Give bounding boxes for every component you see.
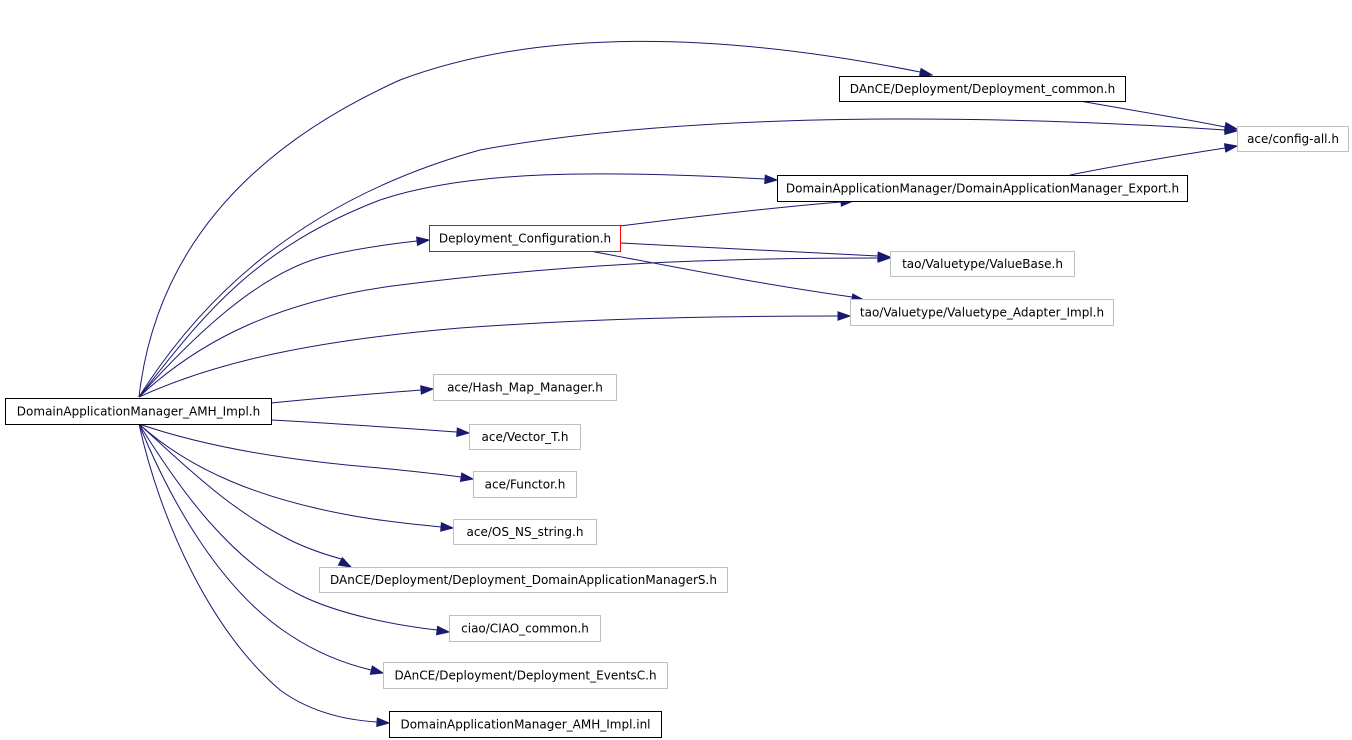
node-box[interactable] [383,662,668,689]
edge-root-to-ciao_common [138,423,451,636]
node-amh-inl[interactable]: DomainApplicationManager_AMH_Impl.inl [389,711,662,738]
edge-root-to-dep_config [138,236,431,398]
node-box[interactable] [449,615,601,642]
edge-line [138,40,921,398]
edge-root-to-amh_inl [138,423,391,728]
edge-root-to-vt_adapter [138,311,852,398]
edge-line [138,423,372,671]
node-label: tao/Valuetype/ValueBase.h [902,257,1063,271]
node-label: ciao/CIAO_common.h [461,622,589,636]
node-label: DomainApplicationManager_AMH_Impl.inl [400,718,650,732]
node-vector-t[interactable]: ace/Vector_T.h [469,424,581,450]
edge-root-to-events_c [138,423,385,675]
arrowhead-icon [918,67,934,78]
node-box[interactable] [473,471,577,498]
arrowhead-icon [376,717,391,728]
node-label: ace/Hash_Map_Manager.h [447,381,603,395]
edge-line [1069,147,1226,176]
edge-line [138,240,418,398]
arrowhead-icon [877,251,892,262]
edge-line [138,173,766,398]
edge-line [138,257,879,398]
arrowhead-icon [420,385,435,395]
node-box[interactable] [5,398,272,425]
node-valuebase[interactable]: tao/Valuetype/ValueBase.h [890,251,1075,277]
node-dam-export[interactable]: DomainApplicationManager/DomainApplicati… [777,175,1188,202]
arrowhead-icon [440,521,455,532]
node-hash-map[interactable]: ace/Hash_Map_Manager.h [433,374,617,401]
node-ciao-common[interactable]: ciao/CIAO_common.h [449,615,601,642]
node-box[interactable] [453,519,597,545]
node-os-ns-string[interactable]: ace/OS_NS_string.h [453,519,597,545]
edge-line [138,423,462,478]
arrowhead-icon [456,427,471,437]
edge-dam_export-to-config_all [1069,143,1239,176]
edge-line [138,423,378,723]
arrowhead-icon [369,665,385,675]
edge-root-to-os_ns_string [138,423,455,532]
arrowhead-icon [337,556,353,568]
node-functor[interactable]: ace/Functor.h [473,471,577,498]
node-label: DomainApplicationManager/DomainApplicati… [786,182,1179,196]
node-events-c[interactable]: DAnCE/Deployment/Deployment_EventsC.h [383,662,668,689]
node-dam-s[interactable]: DAnCE/Deployment/Deployment_DomainApplic… [319,567,728,593]
node-vt-adapter[interactable]: tao/Valuetype/Valuetype_Adapter_Impl.h [850,299,1114,326]
node-label: ace/Functor.h [485,478,566,492]
edge-line [138,423,442,528]
edge-line [1079,100,1226,128]
node-dep-common[interactable]: DAnCE/Deployment/Deployment_common.h [839,76,1126,102]
node-box[interactable] [429,225,621,252]
edge-line [619,201,842,227]
edge-root-to-dam_export [138,173,779,398]
arrowhead-icon [416,236,431,247]
node-config-all[interactable]: ace/config-all.h [1237,126,1349,152]
node-box[interactable] [319,567,728,593]
edge-dep_common-to-config_all [1079,100,1239,132]
edge-line [138,315,839,398]
edge-root-to-hash_map [270,385,435,404]
edges-layer [138,40,1239,728]
edge-root-to-functor [138,423,475,482]
node-label: DomainApplicationManager_AMH_Impl.h [17,405,260,419]
nodes-layer: DomainApplicationManager_AMH_Impl.hDAnCE… [5,76,1349,738]
node-label: ace/config-all.h [1247,132,1339,146]
node-label: Deployment_Configuration.h [439,232,611,246]
node-label: DAnCE/Deployment/Deployment_DomainApplic… [330,573,717,587]
edge-dep_config-to-dam_export [619,197,855,227]
arrowhead-icon [435,625,451,636]
node-label: ace/Vector_T.h [482,430,569,444]
node-label: DAnCE/Deployment/Deployment_common.h [850,82,1115,96]
edge-line [589,250,853,298]
edge-line [138,118,1226,398]
edge-root-to-dep_common [138,40,934,398]
node-label: DAnCE/Deployment/Deployment_EventsC.h [394,669,656,683]
edge-line [138,423,346,561]
edge-line [138,423,438,631]
edge-line [270,389,422,404]
node-box[interactable] [433,374,617,401]
node-label: tao/Valuetype/Valuetype_Adapter_Impl.h [860,306,1104,320]
arrowhead-icon [1223,143,1239,153]
node-box[interactable] [469,424,581,450]
edge-root-to-dam_s [138,423,353,568]
node-box[interactable] [890,251,1075,277]
node-box[interactable] [389,711,662,738]
edge-line [270,419,458,433]
arrowhead-icon [837,311,852,321]
arrowhead-icon [459,472,475,482]
edge-dep_config-to-valuebase [619,242,892,262]
node-label: ace/OS_NS_string.h [467,525,584,539]
node-box[interactable] [850,299,1114,326]
arrowhead-icon [1223,121,1239,132]
node-root[interactable]: DomainApplicationManager_AMH_Impl.h [5,398,272,425]
node-box[interactable] [777,175,1188,202]
edge-line [619,242,879,257]
node-box[interactable] [1237,126,1349,152]
node-box[interactable] [839,76,1126,102]
node-dep-config[interactable]: Deployment_Configuration.h [429,225,621,252]
edge-root-to-vector_t [270,419,471,437]
arrowhead-icon [764,174,779,185]
